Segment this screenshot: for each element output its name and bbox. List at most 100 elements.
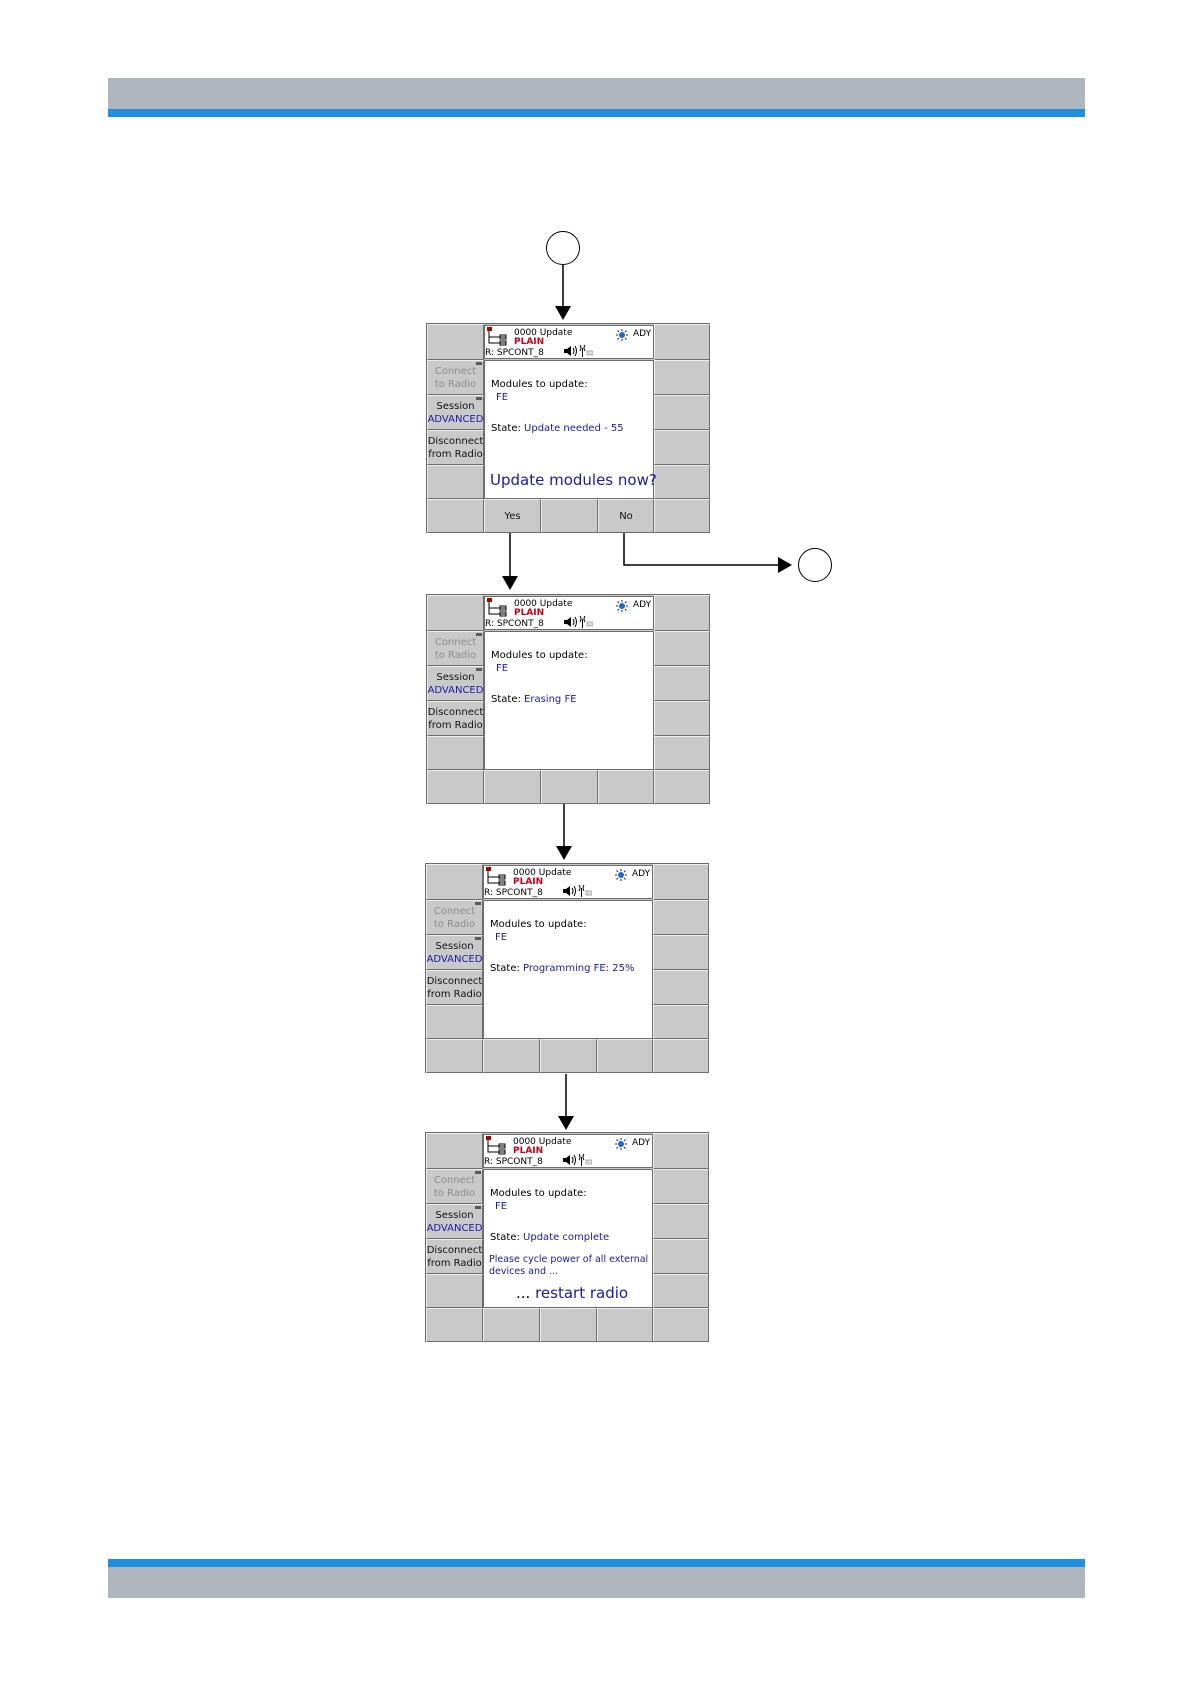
network-icon bbox=[486, 1136, 506, 1155]
disconnect-label-line2: from Radio bbox=[428, 448, 483, 460]
modules-label: Modules to update: bbox=[490, 1188, 587, 1199]
session-button[interactable]: Session ADVANCED bbox=[427, 395, 484, 430]
key-tab-marker bbox=[476, 668, 482, 671]
disconnect-from-radio-button[interactable]: Disconnect from Radio bbox=[426, 1239, 483, 1274]
left-key-4[interactable] bbox=[427, 736, 484, 770]
corner-key-top-left[interactable] bbox=[426, 1133, 483, 1169]
corner-key-top-right[interactable] bbox=[653, 864, 709, 900]
disconnect-from-radio-button[interactable]: Disconnect from Radio bbox=[427, 701, 484, 736]
session-button[interactable]: Session ADVANCED bbox=[426, 935, 483, 970]
session-button[interactable]: Session ADVANCED bbox=[427, 666, 484, 701]
state-value: Update complete bbox=[523, 1232, 610, 1243]
right-key-2[interactable] bbox=[654, 666, 710, 701]
right-key-3[interactable] bbox=[654, 701, 710, 736]
corner-key-bottom-left[interactable] bbox=[426, 1308, 483, 1342]
connect-to-radio-button[interactable]: Connect to Radio bbox=[426, 1169, 483, 1204]
radio-screen-update-prompt: 0000 Update PLAIN R: SPCONT_8 ADY Connec… bbox=[426, 323, 710, 533]
modules-label: Modules to update: bbox=[491, 379, 588, 390]
no-label: No bbox=[619, 510, 633, 522]
key-tab-marker bbox=[475, 1206, 481, 1209]
softkey-1[interactable] bbox=[483, 1039, 540, 1073]
softkey-3[interactable] bbox=[598, 770, 654, 804]
corner-key-bottom-right[interactable] bbox=[653, 1308, 709, 1342]
disconnect-label-line1: Disconnect bbox=[426, 975, 483, 987]
corner-key-bottom-left[interactable] bbox=[426, 1039, 483, 1073]
sun-icon bbox=[616, 329, 628, 341]
left-key-4[interactable] bbox=[427, 465, 484, 499]
disconnect-from-radio-button[interactable]: Disconnect from Radio bbox=[427, 430, 484, 465]
modules-value: FE bbox=[495, 1201, 508, 1212]
state-label: State: bbox=[490, 963, 520, 974]
session-value: ADVANCED bbox=[426, 1222, 483, 1234]
footer-accent-line bbox=[108, 1559, 1085, 1567]
corner-key-bottom-right[interactable] bbox=[654, 770, 710, 804]
disconnect-from-radio-button[interactable]: Disconnect from Radio bbox=[426, 970, 483, 1005]
corner-key-bottom-left[interactable] bbox=[427, 499, 484, 533]
softkey-middle[interactable] bbox=[541, 499, 598, 533]
right-key-2[interactable] bbox=[653, 1204, 709, 1239]
right-key-3[interactable] bbox=[654, 430, 710, 465]
left-key-4[interactable] bbox=[426, 1005, 483, 1039]
right-key-4[interactable] bbox=[654, 736, 710, 770]
right-key-2[interactable] bbox=[653, 935, 709, 970]
right-key-1[interactable] bbox=[653, 1169, 709, 1204]
right-key-3[interactable] bbox=[653, 1239, 709, 1274]
corner-key-bottom-right[interactable] bbox=[653, 1039, 709, 1073]
softkey-3[interactable] bbox=[597, 1039, 653, 1073]
softkey-2[interactable] bbox=[541, 770, 598, 804]
corner-key-top-right[interactable] bbox=[654, 595, 710, 631]
network-icon bbox=[487, 327, 507, 346]
corner-key-top-left[interactable] bbox=[427, 324, 484, 360]
corner-key-top-left[interactable] bbox=[427, 595, 484, 631]
status-title: 0000 Update bbox=[514, 328, 573, 338]
disconnect-label-line2: from Radio bbox=[427, 988, 482, 1000]
session-value: ADVANCED bbox=[427, 413, 484, 425]
corner-key-top-right[interactable] bbox=[654, 324, 710, 360]
ready-indicator: ADY bbox=[633, 329, 652, 339]
connect-label-line1: Connect bbox=[433, 1174, 476, 1186]
right-key-2[interactable] bbox=[654, 395, 710, 430]
ready-indicator: ADY bbox=[633, 600, 652, 610]
right-key-4[interactable] bbox=[654, 465, 710, 499]
right-key-3[interactable] bbox=[653, 970, 709, 1005]
session-label: Session bbox=[436, 400, 475, 412]
softkey-1[interactable] bbox=[483, 1308, 540, 1342]
session-button[interactable]: Session ADVANCED bbox=[426, 1204, 483, 1239]
softkey-2[interactable] bbox=[540, 1039, 597, 1073]
disconnect-label-line2: from Radio bbox=[427, 1257, 482, 1269]
yes-button[interactable]: Yes bbox=[484, 499, 541, 533]
state-line: State: Update needed - 55 bbox=[491, 423, 624, 434]
sun-icon bbox=[615, 869, 627, 881]
corner-key-top-right[interactable] bbox=[653, 1133, 709, 1169]
ready-indicator: ADY bbox=[632, 1138, 651, 1148]
connect-label-line2: to Radio bbox=[434, 378, 477, 390]
right-key-4[interactable] bbox=[653, 1005, 709, 1039]
softkey-3[interactable] bbox=[597, 1308, 653, 1342]
key-tab-marker bbox=[476, 633, 482, 636]
speaker-icon bbox=[563, 884, 592, 897]
header-accent-line bbox=[108, 109, 1085, 117]
connect-to-radio-button[interactable]: Connect to Radio bbox=[427, 360, 484, 395]
softkey-1[interactable] bbox=[484, 770, 541, 804]
connect-label-line1: Connect bbox=[433, 905, 476, 917]
connect-label-line2: to Radio bbox=[433, 1187, 476, 1199]
crypto-mode: PLAIN bbox=[514, 337, 545, 347]
right-key-4[interactable] bbox=[653, 1274, 709, 1308]
key-tab-marker bbox=[475, 1171, 481, 1174]
connect-to-radio-button[interactable]: Connect to Radio bbox=[427, 631, 484, 666]
softkey-2[interactable] bbox=[540, 1308, 597, 1342]
restart-prefix: ... bbox=[516, 1284, 531, 1302]
yes-label: Yes bbox=[504, 510, 521, 522]
corner-key-top-left[interactable] bbox=[426, 864, 483, 900]
right-key-1[interactable] bbox=[654, 360, 710, 395]
flow-connector-start bbox=[546, 231, 580, 265]
corner-key-bottom-left[interactable] bbox=[427, 770, 484, 804]
left-key-4[interactable] bbox=[426, 1274, 483, 1308]
connect-to-radio-button[interactable]: Connect to Radio bbox=[426, 900, 483, 935]
status-bar: 0000 Update PLAIN R: SPCONT_8 ADY bbox=[484, 325, 654, 359]
no-button[interactable]: No bbox=[598, 499, 654, 533]
corner-key-bottom-right[interactable] bbox=[654, 499, 710, 533]
right-key-1[interactable] bbox=[654, 631, 710, 666]
right-key-1[interactable] bbox=[653, 900, 709, 935]
